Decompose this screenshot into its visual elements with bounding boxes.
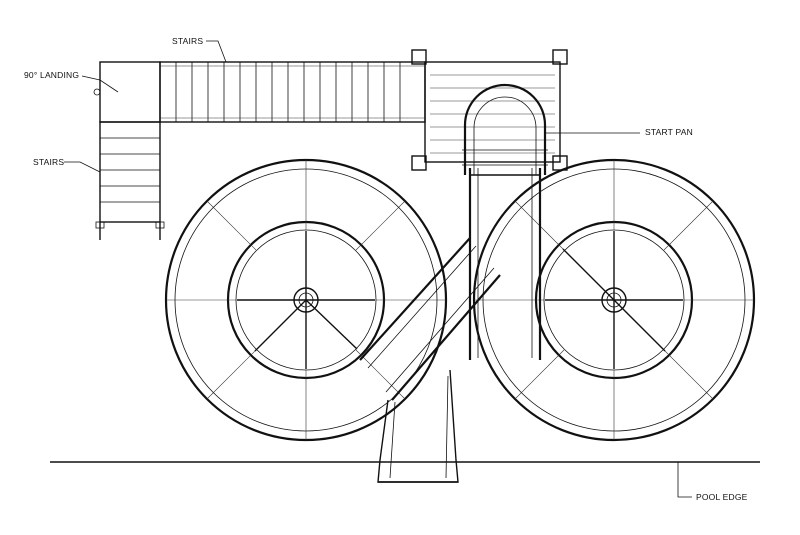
start-pan-text: START PAN — [645, 127, 693, 137]
left-helix-loop — [164, 158, 448, 442]
slide-exit-runout — [377, 369, 459, 483]
label-pool-edge: POOL EDGE — [677, 462, 748, 502]
start-tower-platform — [411, 49, 568, 171]
drop-flume — [468, 168, 542, 360]
label-stairs-left: STAIRS — [33, 157, 101, 173]
crossover-flume — [359, 237, 501, 401]
left-stairs — [95, 121, 165, 240]
label-start-pan: START PAN — [545, 127, 693, 137]
label-landing: 90° LANDING — [24, 70, 119, 93]
pool-edge-text: POOL EDGE — [696, 492, 748, 502]
top-stairs — [159, 61, 426, 123]
start-pan — [462, 83, 548, 176]
stairs-top-text: STAIRS — [172, 36, 203, 46]
right-helix-loop — [472, 158, 756, 442]
landing-text: 90° LANDING — [24, 70, 79, 80]
stairs-left-text: STAIRS — [33, 157, 64, 167]
label-stairs-top: STAIRS — [172, 36, 227, 63]
landing-90-deg — [93, 61, 161, 123]
